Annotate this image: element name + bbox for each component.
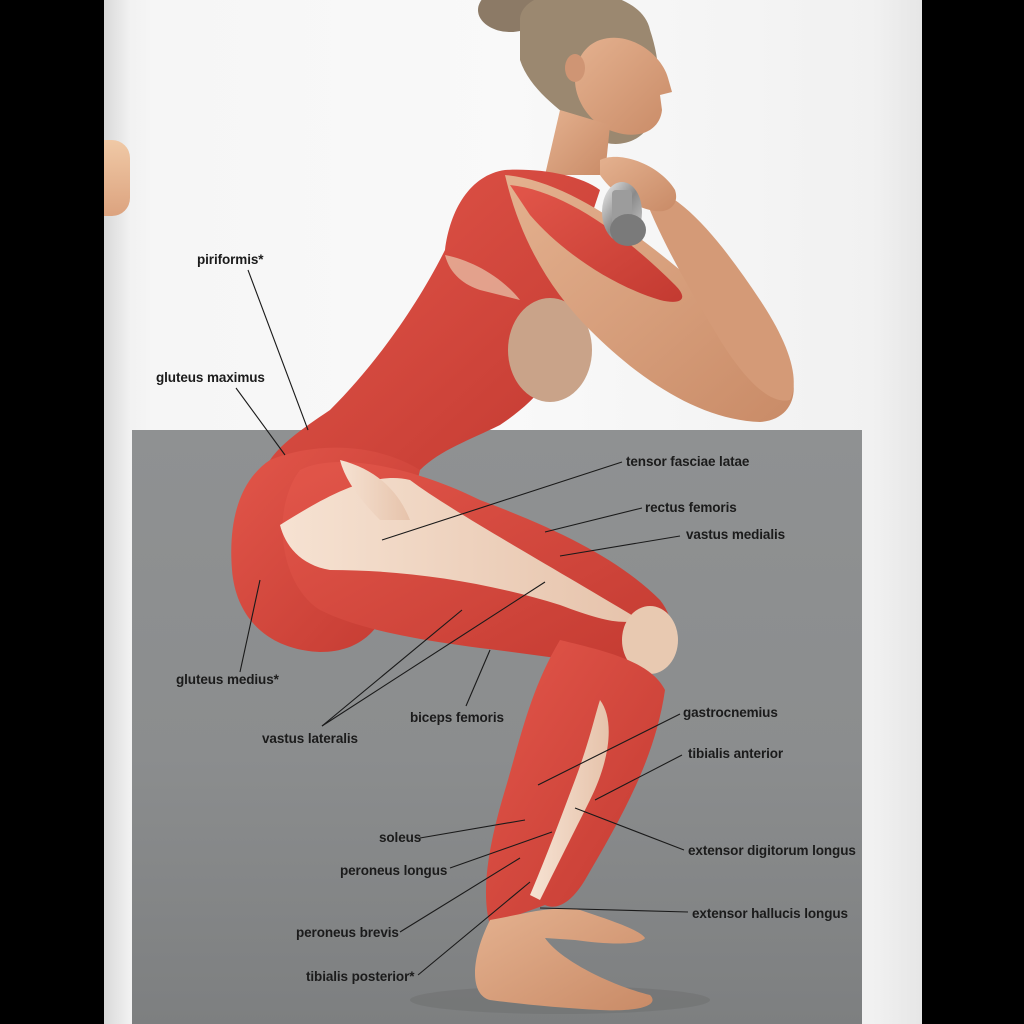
label-gastrocnemius: gastrocnemius [683,705,778,720]
label-rectus-femoris: rectus femoris [645,500,737,515]
quad-tendon [340,460,410,520]
label-extensor-hallucis-longus: extensor hallucis longus [692,906,848,921]
it-band [280,478,640,622]
label-tensor-fasciae-latae: tensor fasciae latae [626,454,750,469]
deltoid [510,185,683,302]
dumbbell [602,182,646,246]
label-piriformis: piriformis* [197,252,264,267]
back-tendon [445,255,520,300]
label-soleus: soleus [379,830,422,845]
label-biceps-femoris: biceps femoris [410,710,504,725]
label-tibialis-posterior: tibialis posterior* [306,969,415,984]
label-peroneus-brevis: peroneus brevis [296,925,399,940]
label-gluteus-medius: gluteus medius* [176,672,279,687]
hand [600,156,677,212]
torso [270,169,600,470]
label-vastus-lateralis: vastus lateralis [262,731,358,746]
holding-finger [104,140,130,216]
label-extensor-digitorum-longus: extensor digitorum longus [688,843,856,858]
head [478,0,672,144]
label-vastus-medialis: vastus medialis [686,527,786,542]
chest [508,298,592,402]
label-peroneus-longus: peroneus longus [340,863,448,878]
foot [475,908,653,1011]
leader-lines [235,269,689,976]
shin-tendon [530,700,609,900]
forearm [640,185,794,401]
label-tibialis-anterior: tibialis anterior [688,746,784,761]
neck [545,110,610,175]
label-gluteus-maximus: gluteus maximus [156,370,265,385]
knee [622,606,678,674]
